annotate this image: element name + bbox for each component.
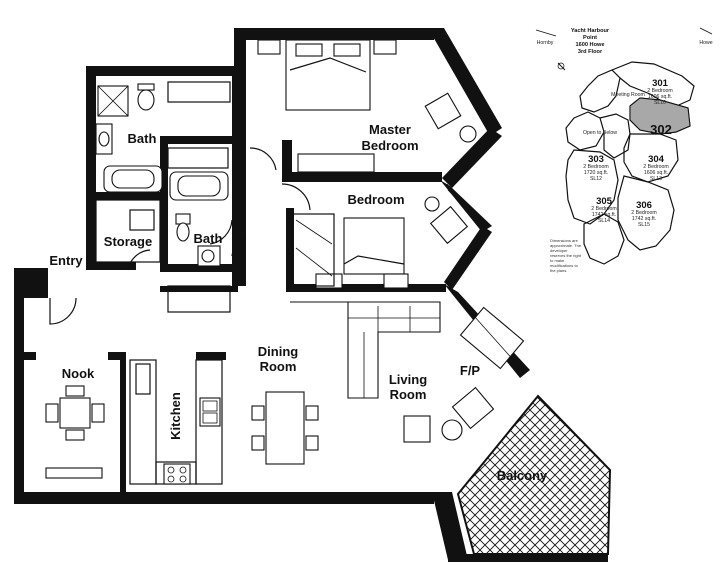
label-balcony: Balcony xyxy=(497,468,548,483)
key-unit-305-line3: SL14 xyxy=(598,218,610,224)
label-bath2: Bath xyxy=(194,231,223,246)
key-amenity-meeting: Meeting Room xyxy=(611,92,645,98)
key-title-line2: Point xyxy=(583,35,597,41)
label-bedroom: Bedroom xyxy=(347,192,404,207)
key-unit-305-line2: 1742 sq.ft. xyxy=(592,212,616,218)
key-plan: Yacht Harbour Point 1600 Howe 3rd Floor … xyxy=(535,27,713,265)
key-unit-301-number: 301 xyxy=(652,78,669,89)
bed-icon xyxy=(343,217,405,275)
key-unit-303-line3: SL12 xyxy=(590,176,602,182)
chair-icon xyxy=(429,205,469,245)
label-entry: Entry xyxy=(49,253,83,268)
key-unit-306-line1: 2 Bedroom xyxy=(631,210,656,216)
key-unit-306-line2: 1742 sq.ft. xyxy=(632,216,656,222)
label-living-line1: Living xyxy=(389,372,427,387)
armchair-icon xyxy=(424,92,462,130)
balcony-area xyxy=(456,394,612,555)
key-unit-304-line2: 1606 sq.ft. xyxy=(644,170,668,176)
label-fireplace: F/P xyxy=(460,363,481,378)
key-unit-304-line1: 2 Bedroom xyxy=(643,164,668,170)
key-unit-306-number: 306 xyxy=(636,200,652,211)
key-unit-303-line2: 1720 sq.ft. xyxy=(584,170,608,176)
key-unit-304-line3: SL13 xyxy=(650,176,662,182)
windows xyxy=(439,39,525,373)
compass-icon xyxy=(557,62,566,71)
label-dining-line2: Room xyxy=(260,359,297,374)
key-amenity-garden: Open to Below xyxy=(583,130,617,136)
walls xyxy=(14,28,608,562)
kitchen-counter-right xyxy=(195,359,223,485)
room-labels: Master Bedroom Bath Bedroom Storage Bath… xyxy=(49,122,548,483)
key-title-line4: 3rd Floor xyxy=(578,49,603,55)
key-unit-301-line2: 1606 sq.ft. xyxy=(648,94,672,100)
kitchen-counter-left xyxy=(129,359,157,485)
label-nook: Nook xyxy=(62,366,95,381)
key-title-line3: 1600 Howe xyxy=(576,42,605,48)
key-street-left: Hornby xyxy=(537,40,554,46)
key-unit-301-line1: 2 Bedroom xyxy=(647,88,672,94)
key-plan-note: Dimensions are approximate. The develope… xyxy=(550,238,582,273)
key-unit-305-number: 305 xyxy=(596,196,613,207)
entry-door-icon xyxy=(49,297,77,325)
label-master-line2: Bedroom xyxy=(361,138,418,153)
highlighted-unit-302 xyxy=(629,97,691,135)
label-bath1: Bath xyxy=(128,131,157,146)
stove-icon xyxy=(163,463,191,485)
key-unit-303-line1: 2 Bedroom xyxy=(583,164,608,170)
label-dining-line1: Dining xyxy=(258,344,298,359)
dresser-icon xyxy=(297,153,375,173)
key-unit-302-number: 302 xyxy=(650,122,672,137)
key-unit-304-number: 304 xyxy=(648,154,665,165)
label-master-line1: Master xyxy=(369,122,411,137)
key-unit-303-number: 303 xyxy=(588,154,604,165)
key-unit-305-line1: 2 Bedroom xyxy=(591,206,616,212)
kitchen-sink-icon xyxy=(199,397,221,427)
living-chair-icon xyxy=(451,386,495,430)
toilet-icon xyxy=(137,89,155,111)
dining-table-icon xyxy=(265,391,305,465)
key-unit-301-line3: SL10 xyxy=(654,100,666,106)
label-living-line2: Room xyxy=(390,387,427,402)
key-title-line1: Yacht Harbour xyxy=(571,28,610,34)
label-storage: Storage xyxy=(104,234,152,249)
label-kitchen: Kitchen xyxy=(168,392,183,440)
key-unit-306-line3: SL15 xyxy=(638,222,650,228)
key-street-right: Howe xyxy=(699,40,712,46)
nook-table-icon xyxy=(59,397,91,429)
fixtures xyxy=(45,39,525,485)
